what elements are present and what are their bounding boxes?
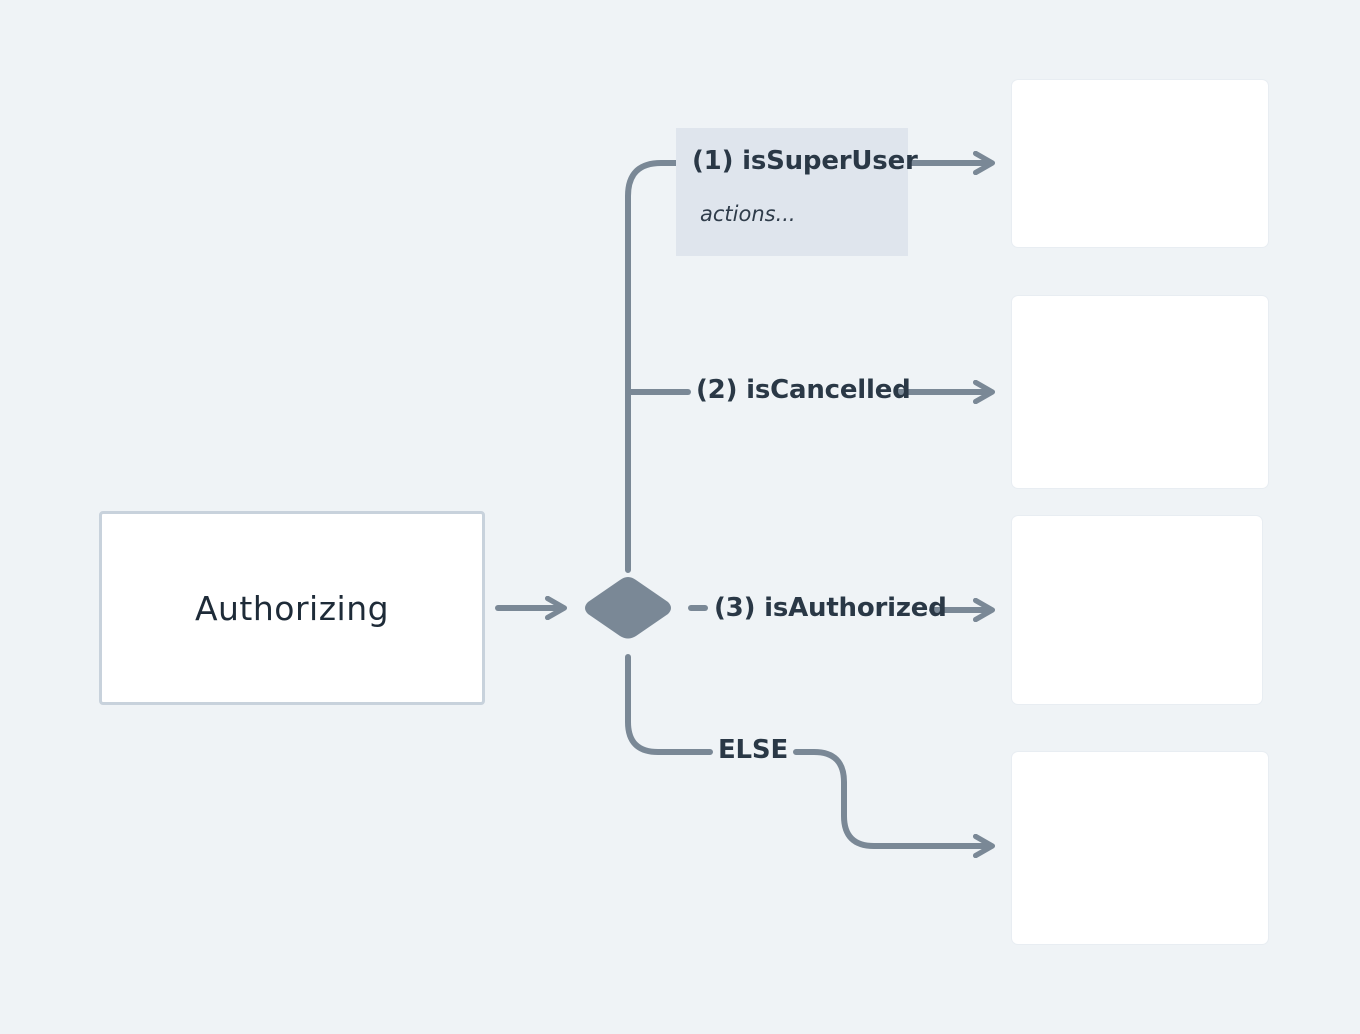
source-state-authorizing[interactable]: Authorizing: [99, 511, 485, 705]
transition-3-guard[interactable]: (3) isAuthorized: [714, 593, 947, 623]
target-state-1[interactable]: [1012, 80, 1268, 247]
transition-2-guard[interactable]: (2) isCancelled: [696, 375, 911, 405]
target-state-2[interactable]: [1012, 296, 1268, 488]
transition-1-actions: actions...: [700, 202, 796, 226]
target-state-else[interactable]: [1012, 752, 1268, 944]
transition-else-guard[interactable]: ELSE: [718, 735, 789, 765]
target-state-3[interactable]: [1012, 516, 1262, 704]
transition-1-actions-panel: [676, 128, 908, 256]
branch-trunk-up: [625, 160, 687, 573]
source-state-label: Authorizing: [194, 588, 390, 628]
else-arrow: [793, 749, 990, 846]
else-branch-down: [625, 654, 713, 755]
transition-1-guard[interactable]: (1) isSuperUser: [692, 146, 918, 176]
diamond-choice-icon[interactable]: [585, 577, 671, 639]
